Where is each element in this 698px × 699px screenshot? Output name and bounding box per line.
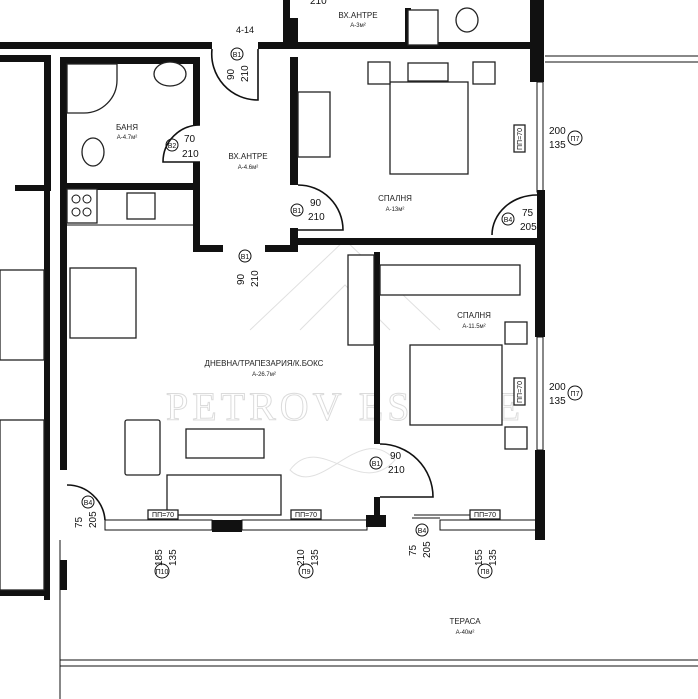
room-area: А-4.6м² [238,165,258,171]
double-bed [389,81,469,175]
svg-text:75: 75 [74,516,85,528]
door-tag: В1 [233,52,242,59]
nightstand [472,61,496,85]
door-tag: В1 [372,461,381,468]
svg-text:ПП=70: ПП=70 [295,512,317,519]
door-tag: В1 [293,208,302,215]
svg-text:75: 75 [522,208,534,219]
svg-text:135: 135 [549,396,566,407]
labels: 4-14 БАНЯ А-4.7м² ВХ.АНТРЕ А-4.6м² ВХ.АН… [116,0,491,636]
svg-text:205: 205 [88,511,99,528]
windows [104,81,544,531]
room-name: ТЕРАСА [449,617,481,626]
dining-chairs [0,269,45,361]
sofa [166,474,282,516]
kitchen-sink-icon [126,192,156,220]
svg-text:155: 155 [474,549,485,566]
svg-text:210: 210 [296,549,307,566]
shower-icon [66,63,118,114]
svg-text:90: 90 [226,68,237,80]
svg-text:205: 205 [520,222,537,233]
armchair [124,419,161,476]
room-area: А-11.5м² [462,324,485,330]
svg-text:75: 75 [408,544,419,556]
wardrobe [297,91,331,158]
room-area: А-26.7м² [252,372,276,378]
window-tag: П7 [571,136,580,143]
stove-icon [66,188,98,224]
svg-text:210: 210 [388,465,405,476]
room-name: СПАЛНЯ [457,311,491,320]
svg-text:210: 210 [182,149,199,160]
svg-text:210: 210 [308,212,325,223]
nightstand [367,61,391,85]
room-name: СПАЛНЯ [378,194,412,203]
corner-sofa [0,419,45,591]
door-tag: В4 [84,500,93,507]
svg-text:90: 90 [390,451,402,462]
svg-text:ПП=70: ПП=70 [517,381,524,403]
svg-text:70: 70 [184,134,196,145]
coffee-table [185,428,265,459]
svg-text:210: 210 [240,65,251,82]
double-bed [409,344,503,426]
window-tag: П7 [571,391,580,398]
door-tag: В4 [504,217,513,224]
room-name: ДНЕВНА/ТРАПЕЗАРИЯ/К.БОКС [205,359,324,368]
svg-text:135: 135 [168,549,179,566]
room-area: А-40м² [456,630,475,636]
toilet-icon [81,137,105,167]
wardrobe [379,264,521,296]
svg-text:135: 135 [488,549,499,566]
door-swings [66,48,538,521]
svg-text:210: 210 [250,270,261,287]
svg-text:ПП=70: ПП=70 [152,512,174,519]
door-tags: В1 90 210 В2 70 210 В1 90 210 В1 90 210 … [74,47,537,558]
room-name: ВХ.АНТРЕ [228,152,267,161]
svg-text:210: 210 [310,0,327,7]
window-tags: ПП=70 200 135 П7 ПП=70 200 135 П7 ПП=70 … [147,124,583,579]
window-tag: П8 [481,569,490,576]
svg-text:90: 90 [236,273,247,285]
dining-table [69,267,137,339]
room-area: А-4.7м² [117,135,137,141]
svg-text:90: 90 [310,198,322,209]
svg-text:135: 135 [549,140,566,151]
sink-icon [153,61,187,87]
room-name: ВХ.АНТРЕ [338,11,377,20]
window-tag: П10 [156,569,169,576]
room-name: БАНЯ [116,123,138,132]
svg-text:ПП=70: ПП=70 [474,512,496,519]
door-tag: В4 [418,528,427,535]
room-area: А-13м² [386,207,405,213]
room-area: А-3м² [350,23,365,29]
svg-text:200: 200 [549,382,566,393]
svg-text:200: 200 [549,126,566,137]
toilet-icon [455,7,479,33]
nightstand [504,321,528,345]
door-tag: В2 [168,143,177,150]
window-tag: П9 [302,569,311,576]
svg-text:185: 185 [154,549,165,566]
svg-text:ПП=70: ПП=70 [517,128,524,150]
furniture [0,7,528,591]
svg-text:135: 135 [310,549,321,566]
unit-label: 4-14 [236,25,254,35]
nightstand [504,426,528,450]
wardrobe [347,254,375,346]
door-tag: В1 [241,254,250,261]
svg-text:205: 205 [422,541,433,558]
